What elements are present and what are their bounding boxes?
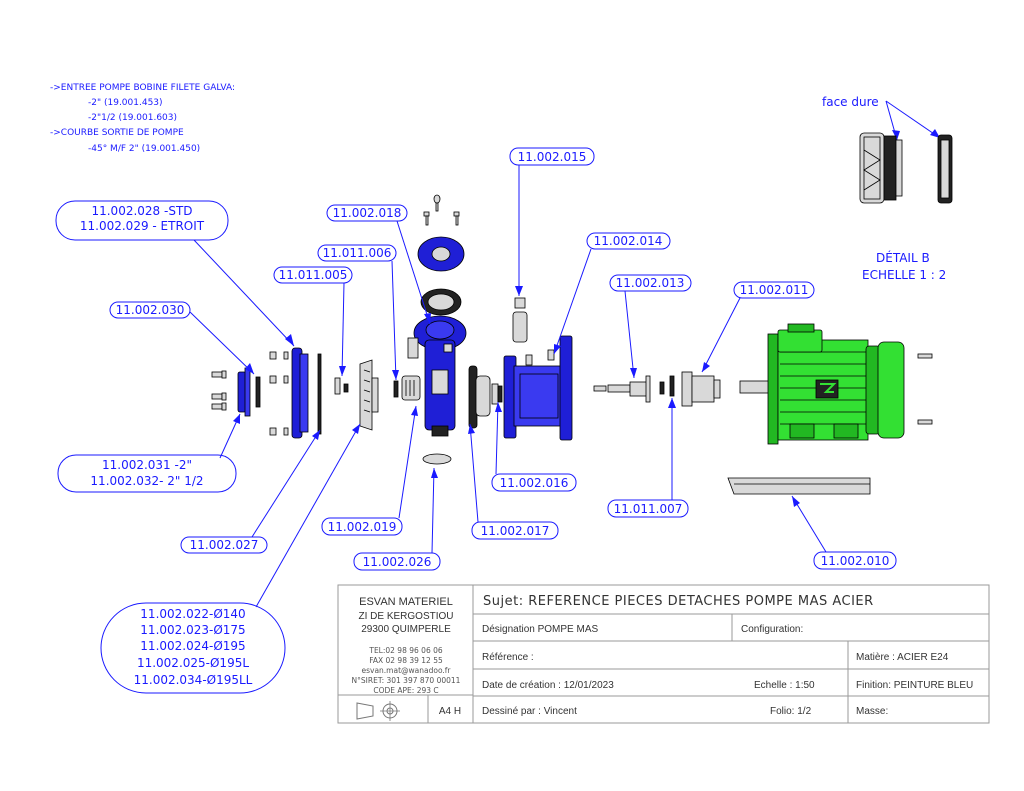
detail-scale: ECHELLE 1 : 2 — [862, 268, 946, 282]
drawing-subject: Sujet: REFERENCE PIECES DETACHES POMPE M… — [483, 594, 874, 609]
callout-010: 11.002.010 — [821, 554, 890, 568]
lantern — [503, 335, 573, 441]
callout-026: 11.002.026 — [363, 555, 432, 569]
callout-019: 11.002.019 — [328, 520, 397, 534]
callout-016: 11.002.016 — [500, 476, 569, 490]
face-dure-label: face dure — [822, 95, 879, 109]
note-line-5: -45° M/F 2" (19.001.450) — [88, 144, 200, 154]
callout-006: 11.011.006 — [323, 246, 392, 260]
callout-022-line-4: 11.002.025-Ø195L — [137, 656, 249, 670]
callout-017: 11.002.017 — [481, 524, 550, 538]
reference: Référence : — [482, 652, 534, 663]
callout-030: 11.002.030 — [116, 303, 185, 317]
company-tel: TEL:02 98 96 06 06 — [368, 646, 443, 655]
inlet-screws — [211, 370, 227, 411]
nuts — [269, 351, 289, 436]
configuration: Configuration: — [741, 624, 803, 635]
creation-date: Date de création : 12/01/2023 — [482, 680, 614, 691]
inlet-flange — [237, 367, 261, 417]
sheet-format: A4 H — [439, 706, 461, 717]
mass: Masse: — [856, 706, 888, 717]
note-line-4: ->COURBE SORTIE DE POMPE — [50, 128, 184, 138]
callout-022-line-1: 11.002.022-Ø140 — [140, 607, 245, 621]
callout-022-line-5: 11.002.034-Ø195LL — [134, 673, 253, 687]
folio: Folio: 1/2 — [770, 706, 812, 717]
callout-013: 11.002.013 — [616, 276, 685, 290]
company-name: ESVAN MATERIEL — [359, 596, 453, 608]
company-siret: N°SIRET: 301 397 870 00011 — [352, 676, 461, 685]
designation: Désignation POMPE MAS — [482, 624, 598, 635]
material: Matière : ACIER E24 — [856, 652, 949, 663]
callout-011: 11.002.011 — [740, 283, 809, 297]
company-ape: CODE APE: 293 C — [373, 686, 438, 695]
motor — [739, 323, 933, 445]
front-cover — [291, 347, 322, 439]
company-fax: FAX 02 98 39 12 55 — [369, 656, 443, 665]
finish: Finition: PEINTURE BLEU — [856, 680, 973, 691]
callout-028-line-2: 11.002.029 - ETROIT — [80, 219, 205, 233]
detail-title: DÉTAIL B — [876, 250, 930, 265]
callout-027: 11.002.027 — [190, 538, 259, 552]
callout-015: 11.002.015 — [518, 150, 587, 164]
callout-007: 11.011.007 — [614, 502, 683, 516]
pump-parts — [211, 194, 933, 495]
callout-022-line-2: 11.002.023-Ø175 — [140, 623, 245, 637]
projection-symbol-icon — [356, 701, 400, 721]
notes: ->ENTREE POMPE BOBINE FILETE GALVA: -2" … — [50, 83, 235, 154]
callout-018: 11.002.018 — [333, 206, 402, 220]
company-address-1: ZI DE KERGOSTIOU — [358, 611, 453, 622]
drawn-by: Dessiné par : Vincent — [482, 706, 577, 717]
detail-b: face dure DÉTAIL B ECHELLE 1 : 2 — [822, 95, 953, 282]
callout-022-line-3: 11.002.024-Ø195 — [140, 639, 245, 653]
impeller — [359, 359, 379, 431]
drawing-scale: Echelle : 1:50 — [754, 680, 815, 691]
note-line-1: ->ENTREE POMPE BOBINE FILETE GALVA: — [50, 83, 235, 93]
shaft — [593, 375, 665, 403]
callout-031-line-1: 11.002.031 -2" — [102, 458, 192, 472]
callout-028-line-1: 11.002.028 -STD — [91, 204, 192, 218]
company-email: esvan.mat@wanadoo.fr — [361, 666, 451, 675]
callout-014: 11.002.014 — [594, 234, 663, 248]
note-line-2: -2" (19.001.453) — [88, 98, 163, 108]
callouts: 11.002.028 -STD 11.002.029 - ETROIT 11.0… — [55, 147, 897, 694]
callout-031-line-2: 11.002.032- 2" 1/2 — [90, 474, 203, 488]
callout-005: 11.011.005 — [279, 268, 348, 282]
title-block: ESVAN MATERIEL ZI DE KERGOSTIOU 29300 QU… — [337, 584, 990, 724]
note-line-3: -2"1/2 (19.001.603) — [88, 113, 177, 123]
pump-body — [407, 194, 467, 437]
company-address-2: 29300 QUIMPERLE — [361, 624, 451, 635]
